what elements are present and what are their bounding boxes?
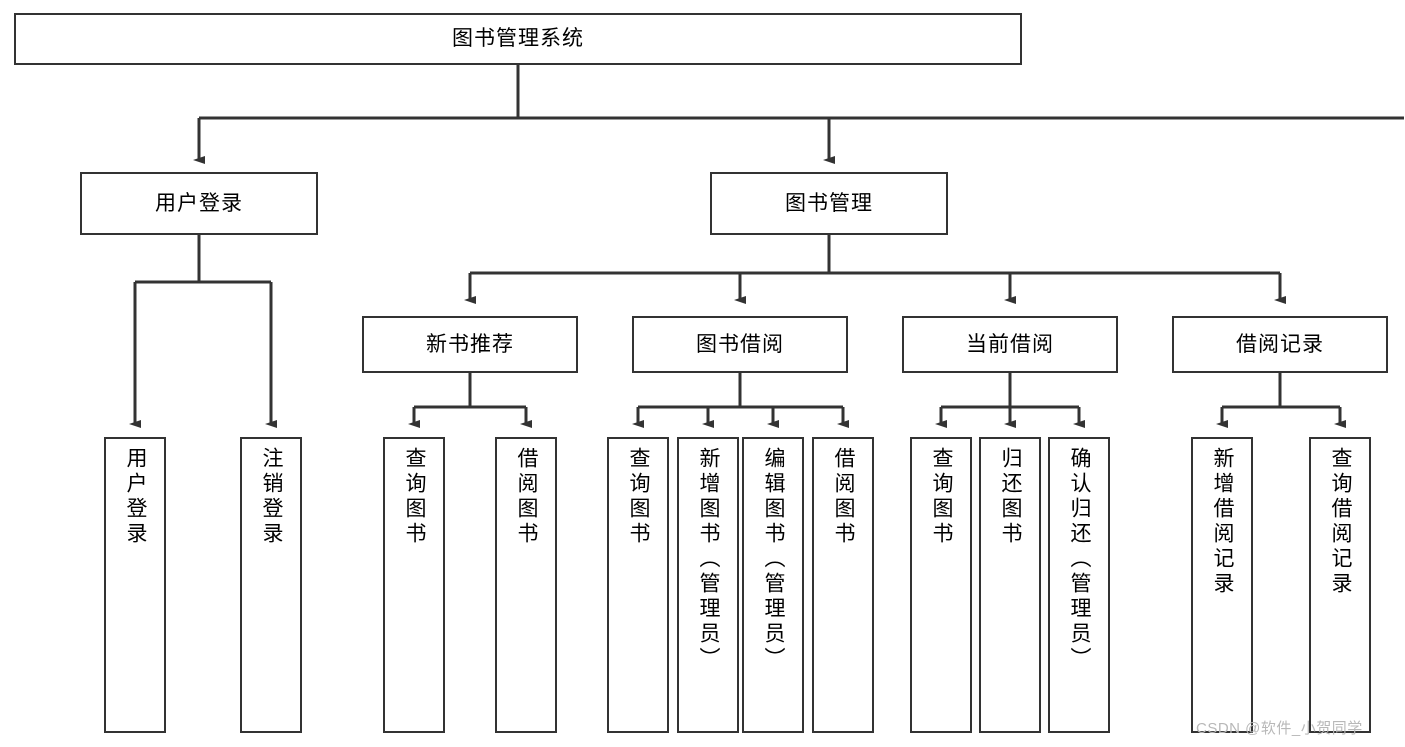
node-book-manage-label: 图书管理 (785, 191, 873, 215)
node-leaf-borrow-book-1[interactable]: 借阅图书 (495, 437, 557, 733)
node-leaf-edit-book[interactable]: 编辑图书（管理员） (742, 437, 804, 733)
node-leaf-user-login[interactable]: 用户登录 (104, 437, 166, 733)
node-user-login[interactable]: 用户登录 (80, 172, 318, 235)
node-leaf-query-book-3-label: 查询图书 (930, 447, 954, 547)
node-leaf-user-logout-label: 注销登录 (260, 447, 284, 547)
node-leaf-query-book-2-label: 查询图书 (627, 447, 651, 547)
node-leaf-add-record[interactable]: 新增借阅记录 (1191, 437, 1253, 733)
node-root[interactable]: 图书管理系统 (14, 13, 1022, 65)
node-leaf-query-book-3[interactable]: 查询图书 (910, 437, 972, 733)
node-root-label: 图书管理系统 (452, 27, 584, 51)
node-leaf-return-book[interactable]: 归还图书 (979, 437, 1041, 733)
node-leaf-query-record[interactable]: 查询借阅记录 (1309, 437, 1371, 733)
node-leaf-add-book-label: 新增图书（管理员） (697, 447, 721, 672)
node-leaf-borrow-book-2[interactable]: 借阅图书 (812, 437, 874, 733)
node-leaf-borrow-book-2-label: 借阅图书 (832, 447, 856, 547)
node-leaf-add-book[interactable]: 新增图书（管理员） (677, 437, 739, 733)
node-leaf-user-logout[interactable]: 注销登录 (240, 437, 302, 733)
node-leaf-confirm-return-label: 确认归还（管理员） (1068, 447, 1092, 672)
node-leaf-confirm-return[interactable]: 确认归还（管理员） (1048, 437, 1110, 733)
node-current-borrow-label: 当前借阅 (966, 332, 1054, 356)
node-borrow-record[interactable]: 借阅记录 (1172, 316, 1388, 373)
node-leaf-query-book-1-label: 查询图书 (403, 447, 427, 547)
node-leaf-edit-book-label: 编辑图书（管理员） (762, 447, 786, 672)
node-new-book-recommend-label: 新书推荐 (426, 332, 514, 356)
node-current-borrow[interactable]: 当前借阅 (902, 316, 1118, 373)
node-book-manage[interactable]: 图书管理 (710, 172, 948, 235)
node-book-borrow-label: 图书借阅 (696, 332, 784, 356)
node-leaf-query-record-label: 查询借阅记录 (1329, 447, 1353, 597)
node-borrow-record-label: 借阅记录 (1236, 332, 1324, 356)
node-book-borrow[interactable]: 图书借阅 (632, 316, 848, 373)
node-leaf-add-record-label: 新增借阅记录 (1211, 447, 1235, 597)
node-leaf-borrow-book-1-label: 借阅图书 (515, 447, 539, 547)
node-leaf-return-book-label: 归还图书 (999, 447, 1023, 547)
node-new-book-recommend[interactable]: 新书推荐 (362, 316, 578, 373)
node-leaf-query-book-1[interactable]: 查询图书 (383, 437, 445, 733)
node-leaf-user-login-label: 用户登录 (124, 447, 148, 547)
watermark: CSDN @软件_小贺同学 (1196, 720, 1363, 737)
node-user-login-label: 用户登录 (155, 191, 243, 215)
node-leaf-query-book-2[interactable]: 查询图书 (607, 437, 669, 733)
